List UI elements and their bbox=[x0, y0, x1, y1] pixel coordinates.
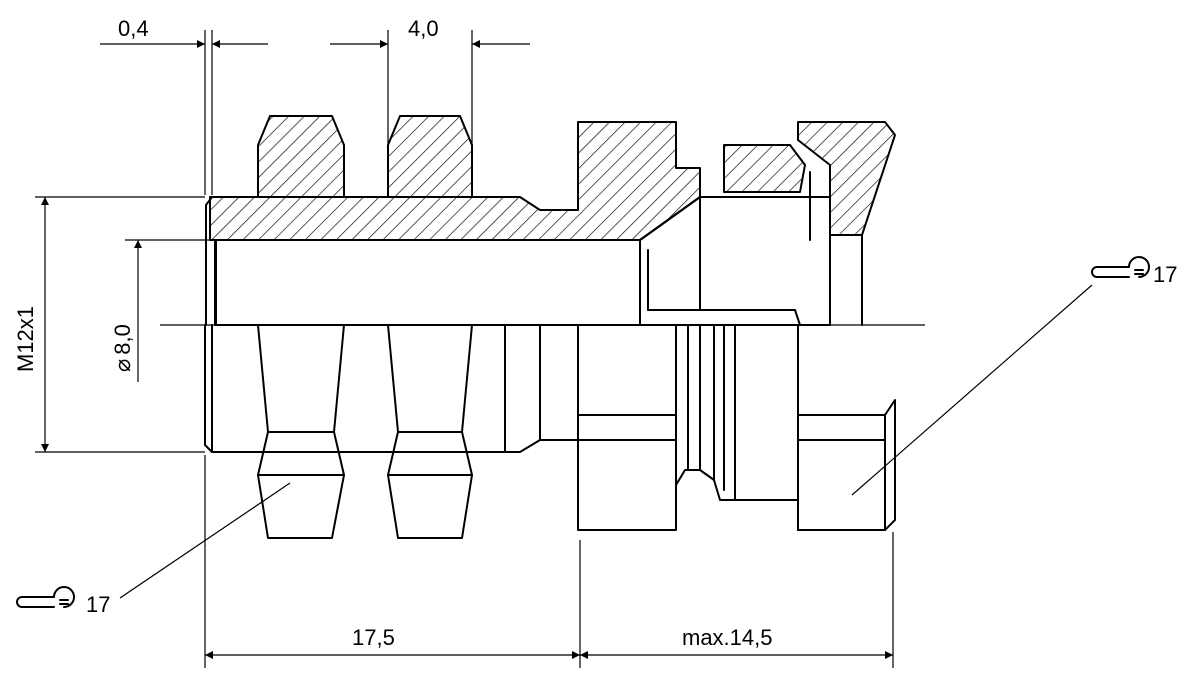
dimension-gap: 0,4 bbox=[100, 16, 268, 195]
view-lower-half bbox=[204, 324, 896, 539]
dimension-length-right: max.14,5 bbox=[580, 532, 894, 668]
wrench-left-size: 17 bbox=[86, 592, 110, 617]
dim-bore-label: 8,0 bbox=[110, 324, 135, 355]
svg-text:⌀8,0: ⌀ 8,0 bbox=[110, 324, 135, 372]
dimension-thread: M12x1 bbox=[13, 196, 205, 453]
cap-view bbox=[734, 399, 896, 531]
bore-outline bbox=[214, 239, 641, 326]
open-end-wrench-icon bbox=[1091, 256, 1150, 278]
nut-1-view bbox=[257, 324, 345, 539]
dimension-bore: ⌀ 8,0 bbox=[110, 239, 212, 382]
dim-length-left-label: 17,5 bbox=[352, 625, 395, 650]
wrench-callout-left: 17 bbox=[16, 482, 291, 617]
bore-diameter-symbol: ⌀ bbox=[110, 359, 135, 372]
open-end-wrench-icon bbox=[16, 586, 75, 608]
dim-length-right-label: max.14,5 bbox=[682, 625, 773, 650]
hex-body-view bbox=[577, 324, 701, 531]
dim-thread-label: M12x1 bbox=[13, 306, 38, 372]
section-upper-half bbox=[205, 115, 896, 326]
dim-nut-width-label: 4,0 bbox=[408, 16, 439, 41]
dimension-nut-width: 4,0 bbox=[330, 16, 530, 145]
wrench-callout-right: 17 bbox=[851, 256, 1177, 496]
wrench-right-size: 17 bbox=[1153, 262, 1177, 287]
dimension-length-left: 17,5 bbox=[204, 455, 581, 668]
nut-1-section bbox=[257, 115, 345, 198]
nut-2-view bbox=[387, 324, 473, 539]
dim-gap-label: 0,4 bbox=[118, 16, 149, 41]
cap-section bbox=[797, 121, 896, 236]
seal-section bbox=[723, 144, 806, 193]
nut-2-section bbox=[387, 115, 473, 198]
